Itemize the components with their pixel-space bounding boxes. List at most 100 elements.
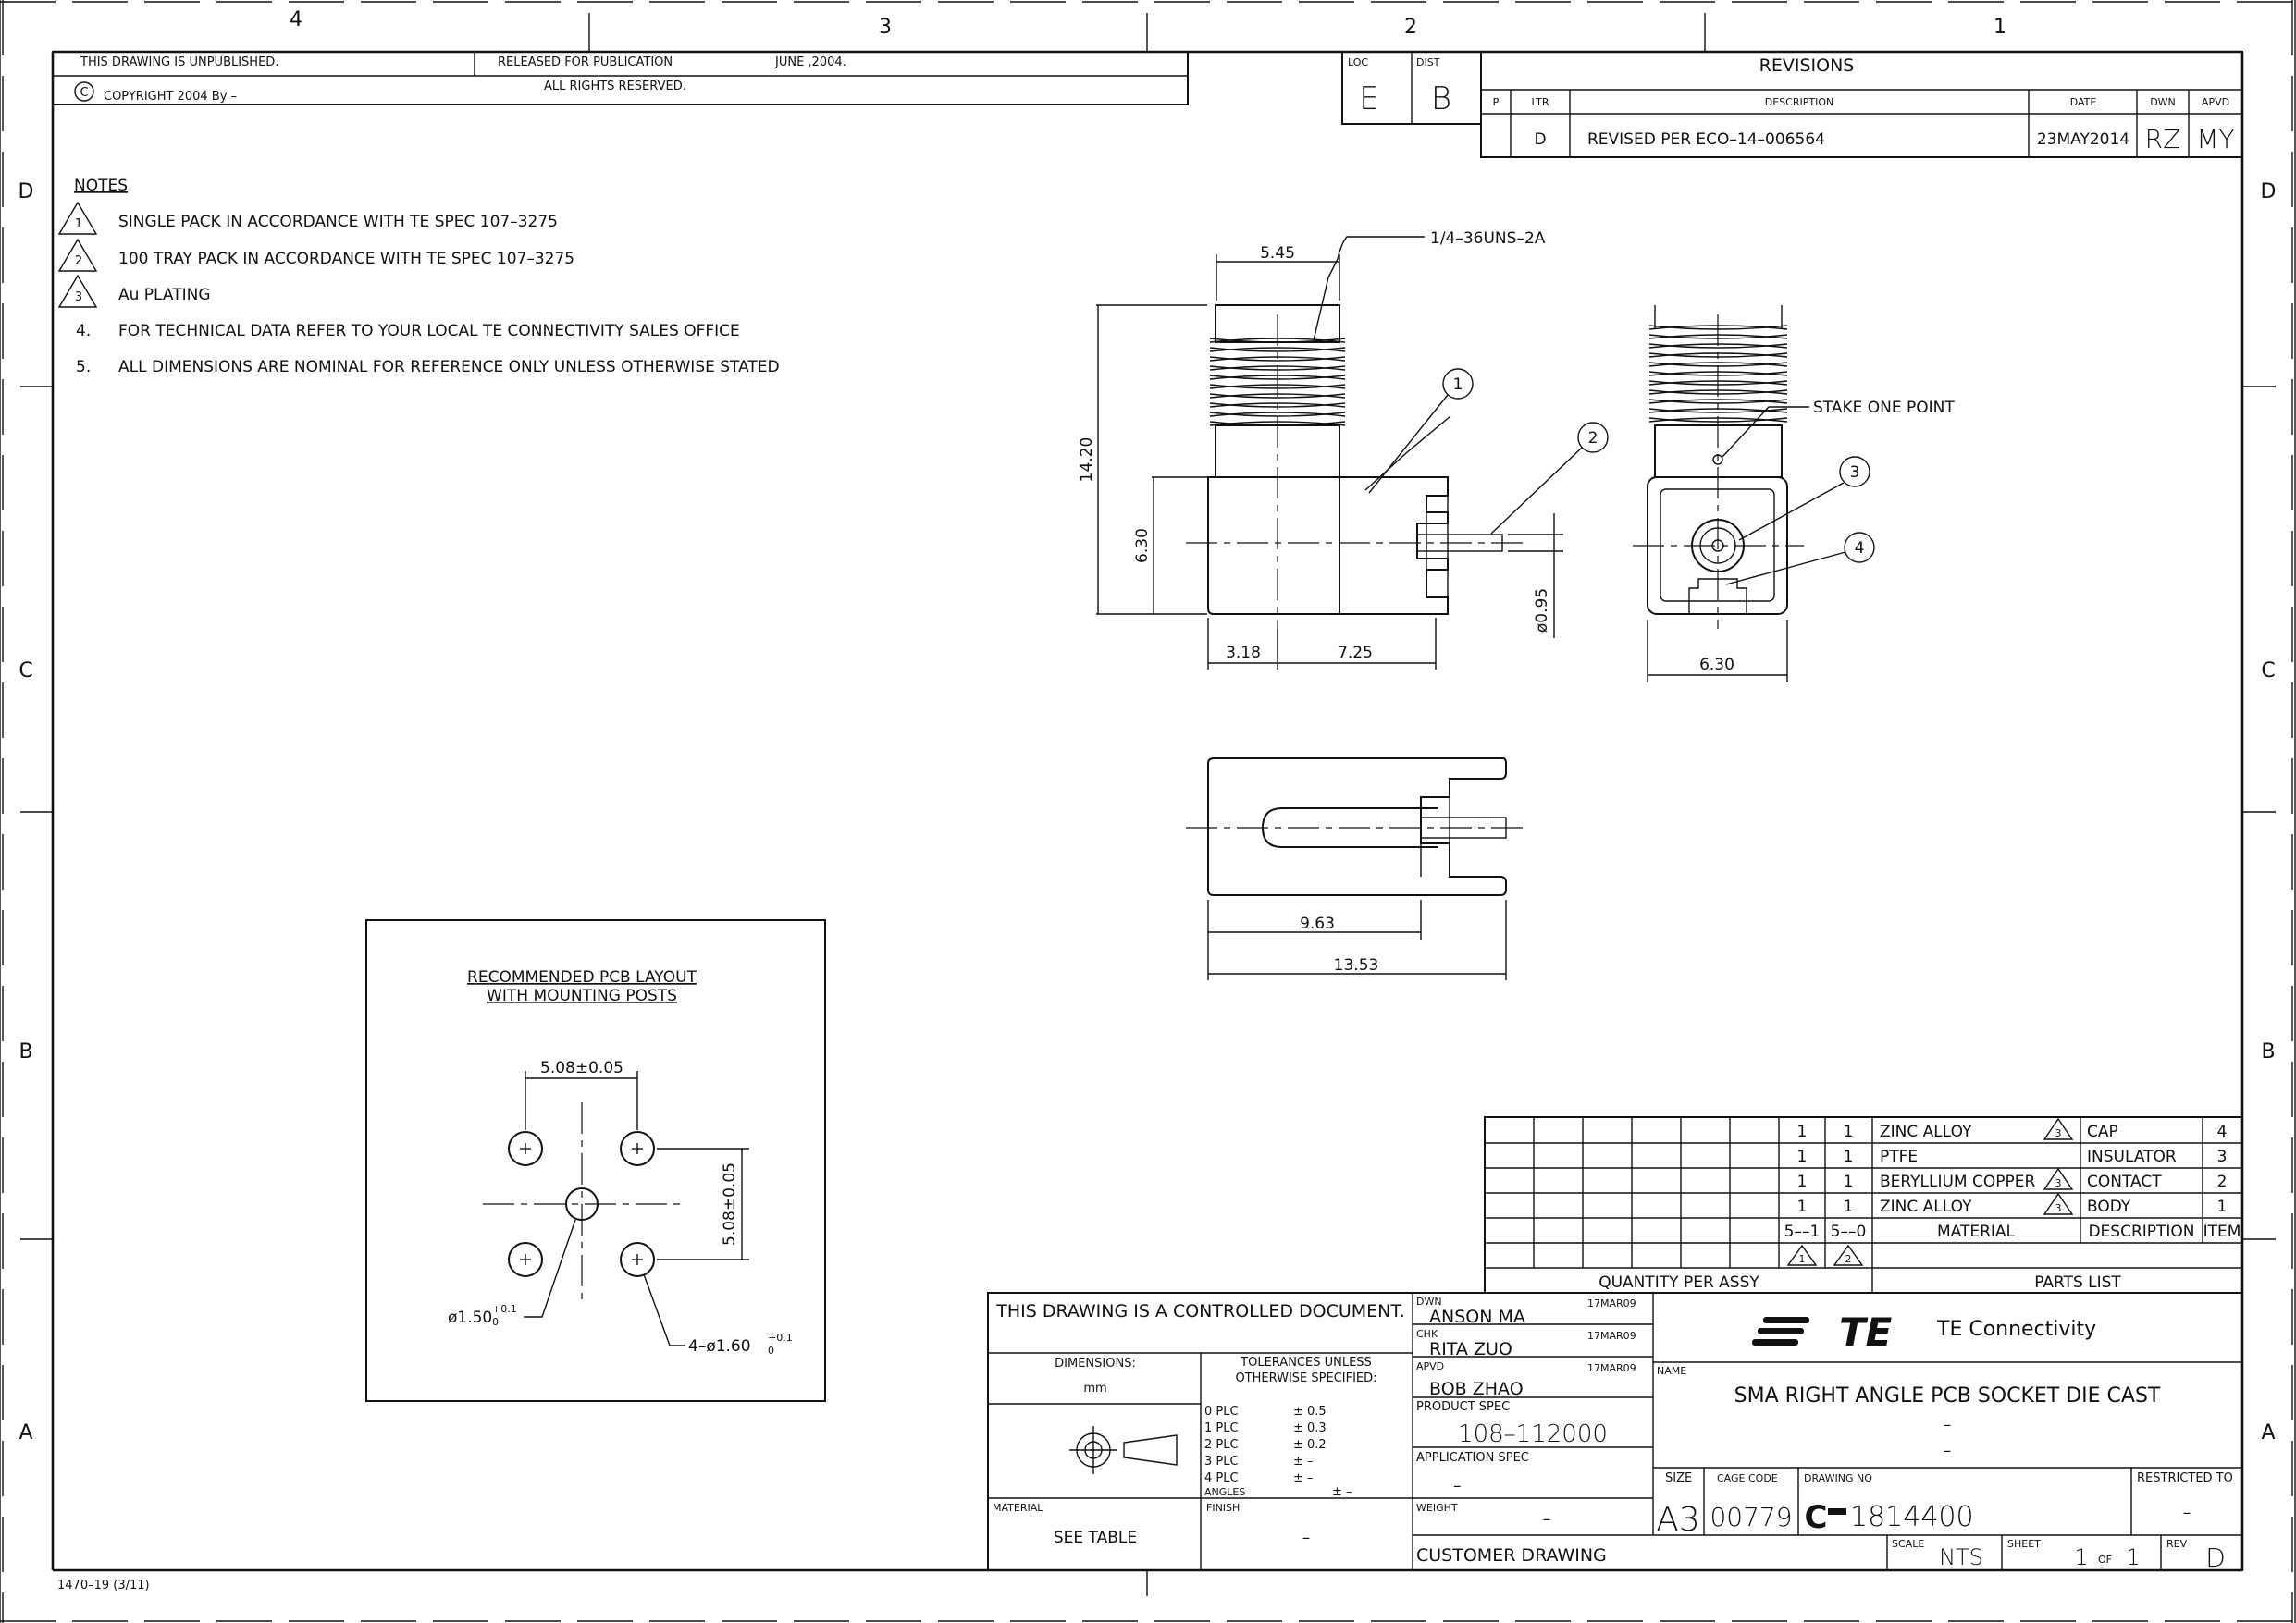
chk-name: RITA ZUO bbox=[1429, 1339, 1512, 1359]
tolerance-plc: 4 PLC bbox=[1204, 1471, 1239, 1485]
svg-text:3: 3 bbox=[75, 290, 82, 304]
tolerance-value: ± 0.3 bbox=[1293, 1421, 1327, 1435]
parts-qty: 1 bbox=[1844, 1173, 1854, 1191]
parts-material: ZINC ALLOY bbox=[1880, 1198, 1972, 1216]
dim-label: ø0.95 bbox=[1533, 588, 1551, 633]
parts-item: 1 bbox=[2217, 1198, 2228, 1216]
qty-dash-header: 5––1 bbox=[1784, 1223, 1821, 1241]
zone-label-side: B bbox=[2261, 1040, 2275, 1064]
parts-material: PTFE bbox=[1880, 1148, 1918, 1166]
pcb-dim-vertical: 5.08±0.05 bbox=[721, 1162, 739, 1246]
balloon-3: 3 bbox=[1839, 456, 1870, 487]
svg-text:3: 3 bbox=[1850, 463, 1860, 482]
size-value: A3 bbox=[1656, 1501, 1700, 1539]
rev-header-date: DATE bbox=[2070, 96, 2097, 108]
drawing-no: 1814400 bbox=[1850, 1501, 1974, 1533]
note-text: 100 TRAY PACK IN ACCORDANCE WITH TE SPEC… bbox=[118, 250, 574, 268]
material-flag-icon: 3 bbox=[2043, 1117, 2074, 1140]
note-text: SINGLE PACK IN ACCORDANCE WITH TE SPEC 1… bbox=[118, 213, 558, 231]
note-text: FOR TECHNICAL DATA REFER TO YOUR LOCAL T… bbox=[118, 322, 740, 340]
balloon-4: 4 bbox=[1844, 532, 1875, 563]
tolerance-title: OTHERWISE SPECIFIED: bbox=[1235, 1371, 1376, 1385]
unpublished-note: THIS DRAWING IS UNPUBLISHED. bbox=[80, 55, 278, 69]
bottom-view: 9.63 13.53 bbox=[1186, 757, 1528, 980]
tolerance-value: ± – bbox=[1293, 1455, 1314, 1469]
loc-dist-box: LOC E DIST B bbox=[1341, 51, 1482, 125]
company-name: TE Connectivity bbox=[1936, 1318, 2096, 1341]
note-flag-icon: 2 bbox=[57, 238, 98, 272]
rev-header-dwn: DWN bbox=[2150, 96, 2176, 108]
rev-apvd: MY bbox=[2196, 124, 2234, 154]
tolerance-plc: 3 PLC bbox=[1204, 1455, 1239, 1469]
dim-label: 5.45 bbox=[1260, 244, 1295, 263]
drawing-no-label: DRAWING NO bbox=[1804, 1472, 1872, 1484]
note-number: 4. bbox=[76, 322, 91, 340]
material-value: SEE TABLE bbox=[1054, 1529, 1137, 1547]
release-note: RELEASED FOR PUBLICATION bbox=[498, 55, 673, 69]
zone-label-side: C bbox=[19, 659, 32, 682]
restricted-label: RESTRICTED TO bbox=[2137, 1471, 2233, 1485]
zone-labels: 4 3 2 1 D C B A D C B A bbox=[19, 8, 2277, 1445]
rev-ltr: D bbox=[1534, 130, 1546, 149]
tolerance-value: ± – bbox=[1293, 1471, 1314, 1485]
apvd-date: 17MAR09 bbox=[1587, 1362, 1636, 1374]
parts-item: 2 bbox=[2217, 1173, 2228, 1191]
chk-date: 17MAR09 bbox=[1587, 1330, 1636, 1342]
te-logo-icon: TE bbox=[1752, 1309, 1893, 1355]
pcb-subtitle: WITH MOUNTING POSTS bbox=[487, 987, 677, 1005]
zone-label-top: 3 bbox=[879, 16, 892, 39]
zone-label-side: B bbox=[19, 1040, 32, 1064]
zone-label-top: 1 bbox=[1994, 16, 2006, 39]
svg-text:1: 1 bbox=[1799, 1253, 1806, 1265]
sheet-total: 1 bbox=[2126, 1544, 2140, 1570]
rev-header-apvd: APVD bbox=[2202, 96, 2229, 108]
parts-qty: 1 bbox=[1844, 1123, 1854, 1141]
balloon-2: 2 bbox=[1577, 422, 1609, 453]
scale-label: SCALE bbox=[1892, 1538, 1924, 1550]
parts-description: CONTACT bbox=[2087, 1173, 2162, 1191]
size-label: SIZE bbox=[1665, 1471, 1692, 1485]
angles-value: ± – bbox=[1332, 1485, 1352, 1499]
parts-header-material: MATERIAL bbox=[1937, 1223, 2016, 1241]
tolerance-title: TOLERANCES UNLESS bbox=[1240, 1356, 1372, 1370]
copyright-icon: C bbox=[80, 86, 88, 100]
name-label: NAME bbox=[1657, 1365, 1686, 1377]
parts-description: INSULATOR bbox=[2087, 1148, 2177, 1166]
material-flag-icon: 3 bbox=[2043, 1167, 2074, 1190]
loc-value: E bbox=[1359, 80, 1378, 117]
cage-code-label: CAGE CODE bbox=[1717, 1472, 1778, 1484]
release-date: JUNE ,2004. bbox=[774, 55, 846, 69]
dim-label: 14.20 bbox=[1078, 437, 1096, 483]
tolerance-plc: 2 PLC bbox=[1204, 1438, 1239, 1452]
parts-qty: 1 bbox=[1844, 1148, 1854, 1166]
parts-list: 1 1 ZINC ALLOY 3 CAP 4 1 1 PTFE INSULATO… bbox=[1484, 1116, 2243, 1294]
tolerance-plc: 0 PLC bbox=[1204, 1405, 1239, 1419]
angles-label: ANGLES bbox=[1204, 1486, 1245, 1498]
svg-text:3: 3 bbox=[2055, 1177, 2062, 1189]
parts-material: BERYLLIUM COPPER bbox=[1880, 1173, 2035, 1191]
parts-header-item: ITEM bbox=[2203, 1223, 2241, 1241]
svg-text:3: 3 bbox=[2055, 1202, 2062, 1214]
svg-text:3: 3 bbox=[2055, 1127, 2062, 1139]
app-spec-label: APPLICATION SPEC bbox=[1416, 1451, 1529, 1465]
sheet-label: SHEET bbox=[2007, 1538, 2041, 1550]
dimensions-unit: mm bbox=[1083, 1382, 1106, 1396]
rev-description: REVISED PER ECO–14–006564 bbox=[1587, 130, 1825, 149]
parts-qty: 1 bbox=[1797, 1148, 1808, 1166]
apvd-name: BOB ZHAO bbox=[1429, 1379, 1524, 1399]
svg-text:4: 4 bbox=[1855, 539, 1865, 558]
zone-label-top: 4 bbox=[290, 8, 302, 31]
drawing-name-line3: – bbox=[1944, 1442, 1952, 1460]
note-flag-icon: 3 bbox=[57, 274, 98, 308]
parts-qty: 1 bbox=[1797, 1123, 1808, 1141]
sheet-value: 1 bbox=[2074, 1544, 2088, 1570]
rights-note: ALL RIGHTS RESERVED. bbox=[544, 80, 686, 93]
weight-value: – bbox=[1543, 1510, 1551, 1529]
center-hole-callout: ø1.50 bbox=[448, 1309, 492, 1327]
of-label: OF bbox=[2098, 1554, 2112, 1566]
parts-list-title: PARTS LIST bbox=[2034, 1273, 2121, 1292]
third-angle-projection-icon bbox=[1069, 1426, 1178, 1474]
chk-label: CHK bbox=[1416, 1328, 1438, 1340]
